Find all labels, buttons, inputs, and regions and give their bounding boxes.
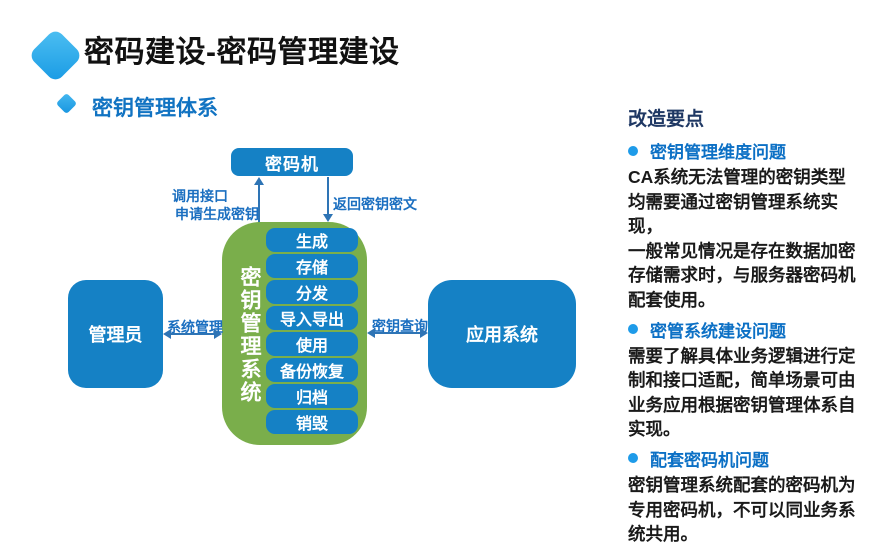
bullet-dot-icon [628, 145, 638, 156]
admin-box: 管理员 [68, 280, 163, 388]
func-distribute-box: 分发 [266, 280, 358, 304]
section-title-row: 密管系统建设问题 [628, 317, 868, 342]
func-destroy-box: 销毁 [266, 410, 358, 434]
section-title: 密钥管理维度问题 [650, 143, 786, 162]
func-store-box: 存储 [266, 254, 358, 278]
arrow-left-icon [367, 328, 375, 338]
subtitle-diamond-icon [55, 92, 78, 115]
subtitle: 密钥管理体系 [92, 97, 218, 120]
section-title-row: 配套密码机问题 [628, 446, 868, 471]
return-key-label: 返回密钥密文 [333, 196, 417, 212]
title-diamond-icon [27, 27, 84, 84]
func-import-export-box: 导入导出 [266, 306, 358, 330]
func-use-box: 使用 [266, 332, 358, 356]
func-archive-box: 归档 [266, 384, 358, 408]
key-query-arrow-line [375, 332, 420, 334]
app-system-box: 应用系统 [428, 280, 576, 388]
section-body: CA系统无法管理的密钥类型 均需要通过密钥管理系统实现， 一般常见情况是存在数据… [628, 167, 856, 310]
arrow-down-icon [323, 214, 333, 222]
arrow-up-line [258, 184, 260, 240]
key-query-label: 密钥查询 [372, 318, 428, 334]
notes-panel: 改造要点 密钥管理维度问题 CA系统无法管理的密钥类型 均需要通过密钥管理系统实… [628, 104, 868, 547]
page-title: 密码建设-密码管理建设 [84, 36, 400, 69]
call-api-label-line1: 调用接口 [172, 188, 228, 204]
panel-heading: 改造要点 [628, 109, 705, 130]
section-body: 需要了解具体业务逻辑进行定 制和接口适配，简单场景可由 业务应用根据密钥管理体系… [628, 345, 856, 440]
arrow-down-line [327, 177, 329, 215]
kms-container: 密钥管理系统 生成 存储 分发 导入导出 使用 备份恢复 归档 销毁 [222, 222, 367, 445]
crypto-machine-box: 密码机 [231, 148, 353, 176]
func-generate-box: 生成 [266, 228, 358, 252]
sys-manage-arrow-line [171, 333, 214, 335]
arrow-right-icon [420, 328, 428, 338]
section-title: 密管系统建设问题 [650, 321, 786, 341]
arrow-right-icon [214, 329, 222, 339]
sys-manage-label: 系统管理 [167, 319, 223, 335]
bullet-dot-icon [628, 324, 638, 335]
call-api-label-line2: 申请生成密钥 [175, 206, 259, 222]
kms-function-list: 生成 存储 分发 导入导出 使用 备份恢复 归档 销毁 [266, 228, 358, 434]
bullet-dot-icon [628, 453, 638, 464]
kms-vertical-label: 密钥管理系统 [238, 266, 261, 404]
arrow-up-icon [254, 177, 264, 185]
section-title-row: 密钥管理维度问题 [628, 138, 868, 163]
arrow-left-icon [163, 329, 171, 339]
section-body: 密钥管理系统配套的密码机为 专用密码机，不可以同业务系 统共用。 [628, 474, 856, 545]
section-title: 配套密码机问题 [650, 450, 769, 470]
func-backup-restore-box: 备份恢复 [266, 358, 358, 382]
